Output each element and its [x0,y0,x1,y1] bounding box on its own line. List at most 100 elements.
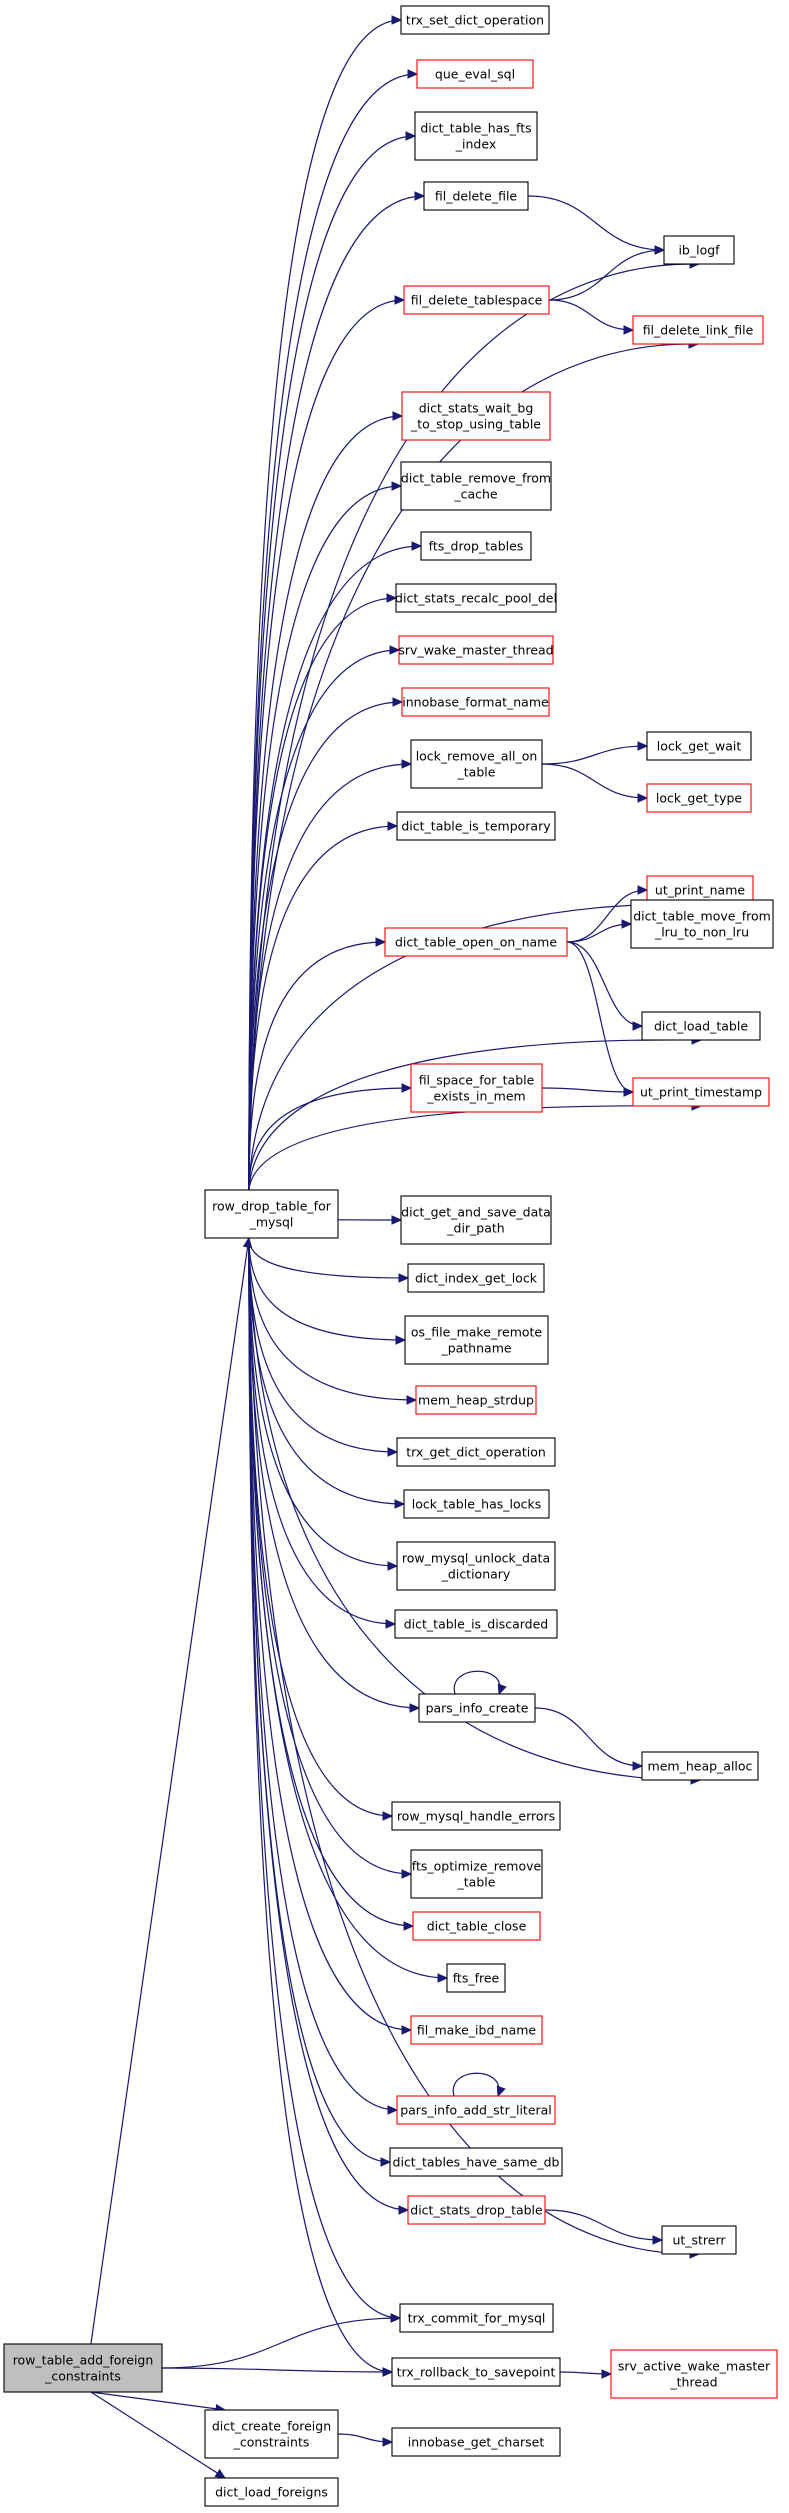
node-label: _exists_in_mem [426,1089,525,1104]
node-box [646,875,754,905]
node-label: pars_info_create [426,1701,529,1716]
node-is_temp[interactable]: dict_table_is_temporary [396,811,556,841]
node-ut_strerr[interactable]: ut_strerr [661,2225,737,2255]
node-discarded[interactable]: dict_table_is_discarded [394,1609,558,1639]
node-fts_drop[interactable]: fts_drop_tables [420,531,532,561]
node-label: mem_heap_strdup [418,1393,534,1408]
node-create_fk[interactable]: dict_create_foreign_constraints [204,2409,339,2459]
node-box [3,2343,163,2393]
edge-rdt-to-trx_rollback [248,1237,394,2377]
node-box [391,2427,561,2457]
node-box [412,1911,541,1941]
node-fil_del_file[interactable]: fil_delete_file [423,181,529,211]
node-recalc[interactable]: dict_stats_recalc_pool_del [395,583,557,613]
node-innobase_fmt[interactable]: innobase_format_name [401,687,550,717]
edge-rdt-to-os_file [248,1237,407,1345]
node-srv_wake[interactable]: srv_wake_master_thread [398,635,554,665]
node-label: fts_free [453,1971,500,1986]
node-label: dict_create_foreign [212,2419,331,2434]
node-box [410,1063,543,1113]
node-box [403,285,550,315]
edge-rdt-to-srv_wake [248,645,401,1191]
node-label: row_drop_table_for [212,1199,332,1214]
node-label: innobase_format_name [402,695,549,710]
edge-rdt-to-stats_drop [248,1237,410,2215]
node-tbl_rm_cache[interactable]: dict_table_remove_from_cache [400,461,552,511]
node-heap_strdup[interactable]: mem_heap_strdup [415,1385,537,1415]
node-box [415,1385,537,1415]
node-fil_del_ts[interactable]: fil_delete_tablespace [403,285,550,315]
node-heap_alloc[interactable]: mem_heap_alloc [641,1751,759,1781]
node-lock_type[interactable]: lock_get_type [646,783,752,813]
node-move_lru[interactable]: dict_table_move_from_lru_to_non_lru [630,899,774,949]
nodes-layer: row_table_add_foreign_constraints row_dro… [3,5,778,2507]
node-os_file[interactable]: os_file_make_remote_pathname [404,1315,549,1365]
node-fts_opt[interactable]: fts_optimize_remove_table [410,1849,543,1899]
node-label: dict_tables_have_same_db [393,2155,560,2170]
node-pars_create[interactable]: pars_info_create [418,1693,536,1723]
node-label: dict_table_move_from [633,909,771,924]
node-lock_has[interactable]: lock_table_has_locks [403,1489,550,1519]
node-label: trx_get_dict_operation [406,1445,546,1460]
node-label: lock_get_type [656,791,742,806]
node-pars_lit[interactable]: pars_info_add_str_literal [396,2095,556,2125]
node-charset[interactable]: innobase_get_charset [391,2427,561,2457]
edge-open_on_name-to-move_lru [566,919,633,943]
node-box [391,1801,561,1831]
edge-pars_create-to-pars_create [453,1670,507,1696]
node-label: row_mysql_unlock_data [402,1551,550,1566]
node-label: lock_table_has_locks [412,1497,541,1512]
node-lock_wait[interactable]: lock_get_wait [646,731,752,761]
node-idx_lock[interactable]: dict_index_get_lock [407,1263,545,1293]
node-label: trx_set_dict_operation [406,13,544,28]
node-que_eval[interactable]: que_eval_sql [416,59,534,89]
node-trx_get[interactable]: trx_get_dict_operation [396,1437,556,1467]
node-open_on_name[interactable]: dict_table_open_on_name [384,927,568,957]
node-srv_active[interactable]: srv_active_wake_master_thread [610,2349,778,2399]
node-box [410,1849,543,1899]
node-trx_commit[interactable]: trx_commit_for_mysql [399,2303,554,2333]
node-lock_rm[interactable]: lock_remove_all_on_table [410,739,543,789]
node-fil_space[interactable]: fil_space_for_table_exists_in_mem [410,1063,543,1113]
node-box [610,2349,778,2399]
edge-rdt-to-idx_lock [248,1237,410,1283]
node-fts_free[interactable]: fts_free [446,1963,506,1993]
node-label: _cache [453,487,498,502]
node-label: dict_table_has_fts [420,121,531,136]
node-ib_logf[interactable]: ib_logf [663,235,735,265]
node-fil_del_link[interactable]: fil_delete_link_file [632,315,764,345]
node-ut_print_name[interactable]: ut_print_name [646,875,754,905]
node-ut_ts[interactable]: ut_print_timestamp [632,1077,770,1107]
edge-rdt-to-pars_create [248,1237,421,1713]
node-box [407,2195,546,2225]
node-label: fil_delete_link_file [643,323,754,338]
node-tbl_close[interactable]: dict_table_close [412,1911,541,1941]
node-box [398,635,554,665]
node-trx_rollback[interactable]: trx_rollback_to_savepoint [391,2357,561,2387]
node-box [641,1751,759,1781]
node-handle_err[interactable]: row_mysql_handle_errors [391,1801,561,1831]
node-load_fk[interactable]: dict_load_foreigns [204,2477,339,2507]
node-same_db[interactable]: dict_tables_have_same_db [389,2147,563,2177]
node-load_table[interactable]: dict_load_table [641,1011,761,1041]
node-label: ut_print_timestamp [640,1085,762,1100]
node-label: _constraints [44,2369,121,2384]
node-root[interactable]: row_table_add_foreign_constraints [3,2343,163,2393]
node-box [396,1541,556,1591]
node-has_fts[interactable]: dict_table_has_fts_index [414,111,538,161]
node-ibd_name[interactable]: fil_make_ibd_name [410,2015,543,2045]
node-label: _dir_path [446,1221,504,1236]
edge-rdt-to-same_db [248,1237,392,2167]
node-get_save[interactable]: dict_get_and_save_data_dir_path [400,1195,552,1245]
edge-rdt-to-trx_get [248,1237,399,1457]
node-label: _to_stop_using_table [410,417,541,432]
node-stats_drop[interactable]: dict_stats_drop_table [407,2195,546,2225]
node-rdt[interactable]: row_drop_table_for_mysql [204,1189,339,1239]
node-label: fil_delete_file [435,189,518,204]
node-unlock_dd[interactable]: row_mysql_unlock_data_dictionary [396,1541,556,1591]
node-stats_wait[interactable]: dict_stats_wait_bg_to_stop_using_table [401,391,551,441]
node-label: ut_strerr [672,2233,726,2248]
node-trx_set[interactable]: trx_set_dict_operation [400,5,550,35]
edge-lock_rm-to-lock_wait [541,741,649,765]
node-label: _constraints [233,2435,310,2450]
